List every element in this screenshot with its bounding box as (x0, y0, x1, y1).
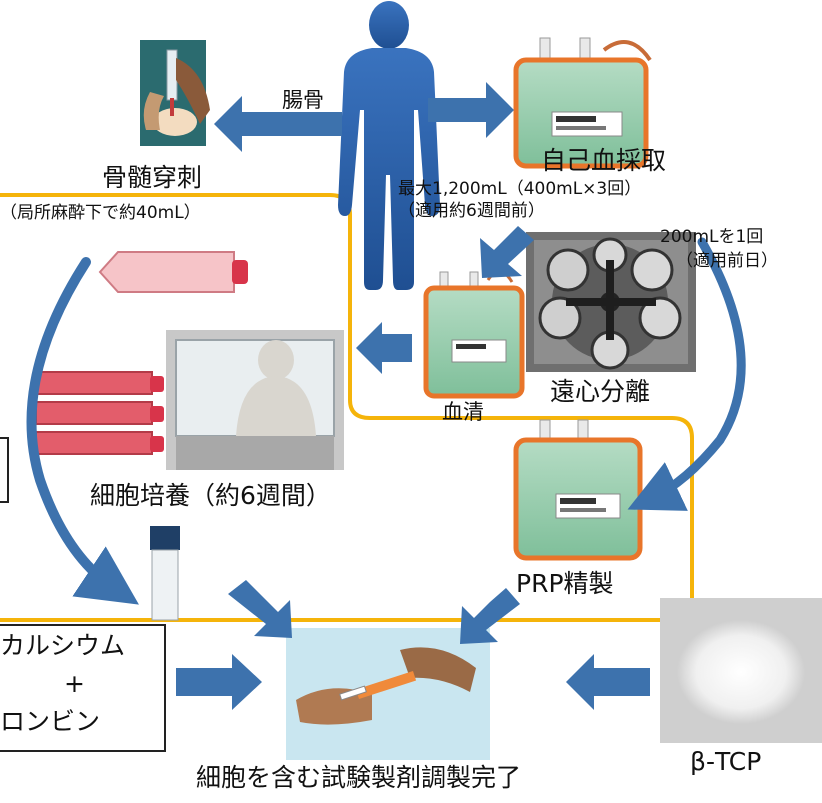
calcium-thrombin-box: カルシウム + ロンビン (0, 624, 166, 752)
culture-flask (98, 251, 248, 293)
beta-tcp-photo (660, 598, 822, 743)
arrow-calcium-to-syringe (176, 654, 262, 710)
label-cell-culture: 細胞培養（約6週間） (90, 481, 331, 510)
arrow-to-serum-bag (480, 226, 534, 278)
label-centrifuge-amount: 200mLを1回 (660, 227, 764, 247)
label-calcium: カルシウム (0, 631, 126, 660)
label-autologous-blood: 自己血採取 (541, 146, 667, 175)
arrow-tube-to-syringe (228, 580, 292, 638)
curved-arrows (26, 237, 746, 605)
arrow-tcp-to-syringe (566, 654, 650, 710)
label-beta-tcp: β-TCP (690, 747, 762, 776)
block-arrows (176, 82, 650, 710)
label-thrombin: ロンビン (0, 707, 101, 736)
bone-marrow-illustration (140, 40, 210, 146)
arrow-to-blood-bag (428, 82, 514, 138)
serum-bag (423, 270, 525, 399)
label-bone-marrow: 骨髄穿刺 (102, 163, 203, 192)
centrifuge-illustration (526, 232, 696, 372)
label-blood-timing: （適用約6週間前） (398, 201, 545, 221)
label-centrifuge: 遠心分離 (550, 377, 651, 406)
arrow-serum-to-culture (356, 322, 412, 374)
human-figure (338, 1, 440, 290)
prp-bag (513, 419, 643, 561)
label-serum: 血清 (442, 400, 484, 424)
arrow-to-bone-marrow (214, 96, 342, 152)
label-ilium: 腸骨 (282, 88, 324, 112)
label-bone-marrow-note: （局所麻酔下で約40mL） (0, 203, 201, 223)
curve-culture-to-tube (26, 257, 139, 605)
stacked-flasks (35, 371, 164, 455)
clean-bench-illustration (166, 330, 344, 470)
curve-centrifuge-to-prp (627, 237, 746, 511)
arrow-prp-to-syringe (460, 588, 520, 644)
blood-bag-top (513, 37, 652, 169)
centrifuge-tube (150, 526, 180, 621)
label-centrifuge-timing: （適用前日） (676, 251, 778, 271)
label-final: 細胞を含む試験製剤調製完了 (196, 763, 522, 792)
left-edge-bracket (0, 437, 9, 503)
label-prp: PRP精製 (516, 569, 614, 598)
syringe-hands-illustration (286, 628, 490, 760)
label-blood-max: 最大1,200mL（400mL×3回） (398, 179, 642, 199)
label-plus: + (64, 669, 85, 698)
